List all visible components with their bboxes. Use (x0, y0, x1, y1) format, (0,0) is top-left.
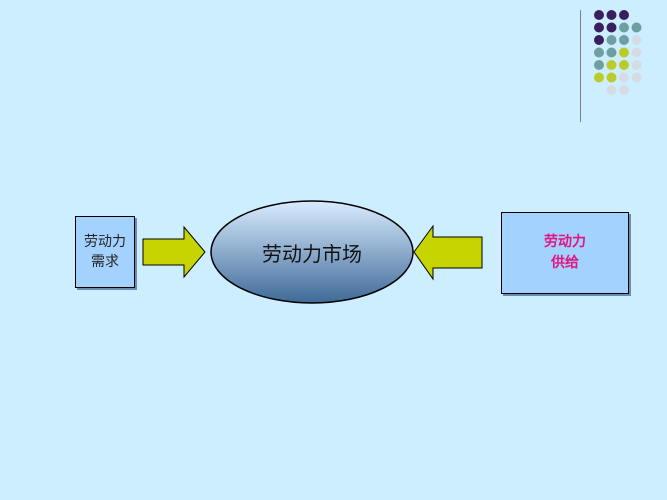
decorative-dot (594, 10, 604, 20)
decorative-dot (619, 85, 629, 95)
decorative-dot (619, 72, 629, 83)
decorative-dot (631, 72, 642, 83)
decorative-dot (606, 47, 617, 58)
decorative-dot (606, 35, 617, 45)
decorative-dot (594, 22, 604, 33)
decorative-dot (594, 35, 604, 45)
decorative-dot (606, 10, 617, 20)
decorative-dot (619, 47, 629, 58)
decorative-dot (619, 35, 629, 45)
decorative-dot (631, 60, 642, 70)
labor-supply-line2: 供给 (551, 255, 579, 271)
decorative-dot-grid (594, 10, 642, 95)
decorative-dot (594, 60, 604, 70)
decorative-dot (631, 47, 642, 58)
market-ellipse (210, 200, 414, 304)
market-label: 劳动力市场 (212, 232, 412, 272)
labor-supply-box: 劳动力 供给 (501, 212, 629, 294)
supply-arrow (413, 224, 483, 281)
labor-demand-line1: 劳动力 (84, 234, 126, 250)
decorative-dot (606, 22, 617, 33)
labor-demand-line2: 需求 (91, 254, 119, 270)
decorative-dot (619, 10, 629, 20)
market-label-text: 劳动力市场 (262, 241, 362, 266)
decorative-dot (631, 22, 642, 33)
decorative-dot (594, 47, 604, 58)
decorative-dot (594, 72, 604, 83)
labor-demand-box: 劳动力 需求 (75, 216, 135, 288)
decorative-dot (606, 72, 617, 83)
labor-supply-line1: 劳动力 (544, 234, 586, 250)
decorative-vertical-line (580, 10, 581, 122)
decorative-dot (631, 35, 642, 45)
demand-arrow (142, 225, 206, 279)
decorative-dot (606, 85, 617, 95)
decorative-dot (619, 22, 629, 33)
decorative-dot (606, 60, 617, 70)
decorative-dot (619, 60, 629, 70)
